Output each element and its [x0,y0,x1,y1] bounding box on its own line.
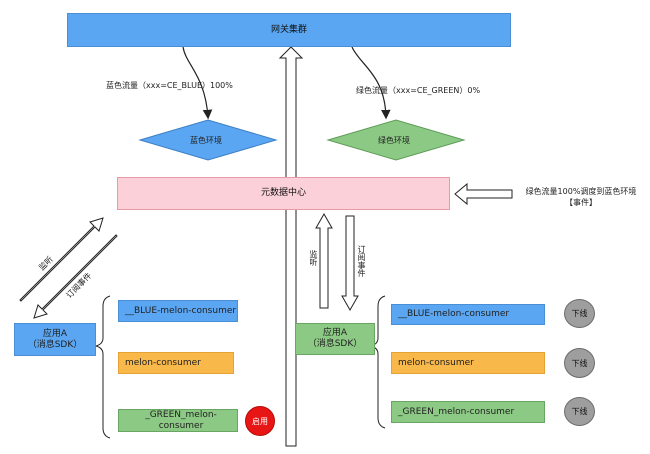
left-consumer-green: _GREEN_melon-consumer [118,409,238,432]
right-status-offline-1: 下线 [564,299,595,328]
blue-env-diamond [138,119,278,161]
main-vertical-arrow [278,46,304,447]
left-listen-arrow [19,217,104,302]
right-consumer-blue: __BLUE-melon-consumer [391,304,545,325]
right-status-offline-3: 下线 [564,397,595,426]
event-arrow [454,182,513,206]
left-brace [94,295,111,439]
mid-subscribe-arrow [341,215,359,312]
blue-flow-label: 蓝色流量（xxx=CE_BLUE）100% [106,81,233,90]
right-brace [369,295,386,429]
event-note: 绿色流量100%调度到蓝色环境 【事件】 [516,187,646,209]
mid-listen-arrow [315,212,333,309]
app-a-right: 应用A （消息SDK） [295,323,375,355]
right-status-offline-2: 下线 [564,348,595,378]
green-env-diamond [326,119,466,161]
green-flow-label: 绿色流量（xxx=CE_GREEN）0% [356,86,481,95]
mid-subscribe-label: 订阅事件 [357,245,366,277]
event-note-line2: 【事件】 [565,197,597,207]
app-a-left-sdk: （消息SDK） [27,339,83,350]
green-env-label: 绿色环境 [378,136,410,145]
app-a-right-name: 应用A [322,328,348,339]
left-status-enabled: 启用 [245,406,275,436]
mid-listen-label: 监听 [309,250,318,266]
app-a-left-name: 应用A [42,328,68,339]
metadata-center: 元数据中心 [117,177,450,210]
metadata-center-label: 元数据中心 [260,188,306,199]
left-consumer-blue: __BLUE-melon-consumer [118,300,238,322]
blue-env-label: 蓝色环境 [190,136,222,145]
gateway-label: 网关集群 [270,24,307,35]
left-consumer-default: melon-consumer [118,352,234,374]
blue-flow-arrow [182,46,213,120]
left-subscribe-arrow [33,234,118,319]
app-a-left: 应用A （消息SDK） [14,323,96,356]
event-note-line1: 绿色流量100%调度到蓝色环境 [525,187,637,196]
green-flow-arrow [351,46,391,120]
right-consumer-green: _GREEN_melon-consumer [391,401,545,423]
app-a-right-sdk: （消息SDK） [307,339,363,349]
right-consumer-default: melon-consumer [391,352,545,374]
gateway-cluster: 网关集群 [67,13,511,47]
